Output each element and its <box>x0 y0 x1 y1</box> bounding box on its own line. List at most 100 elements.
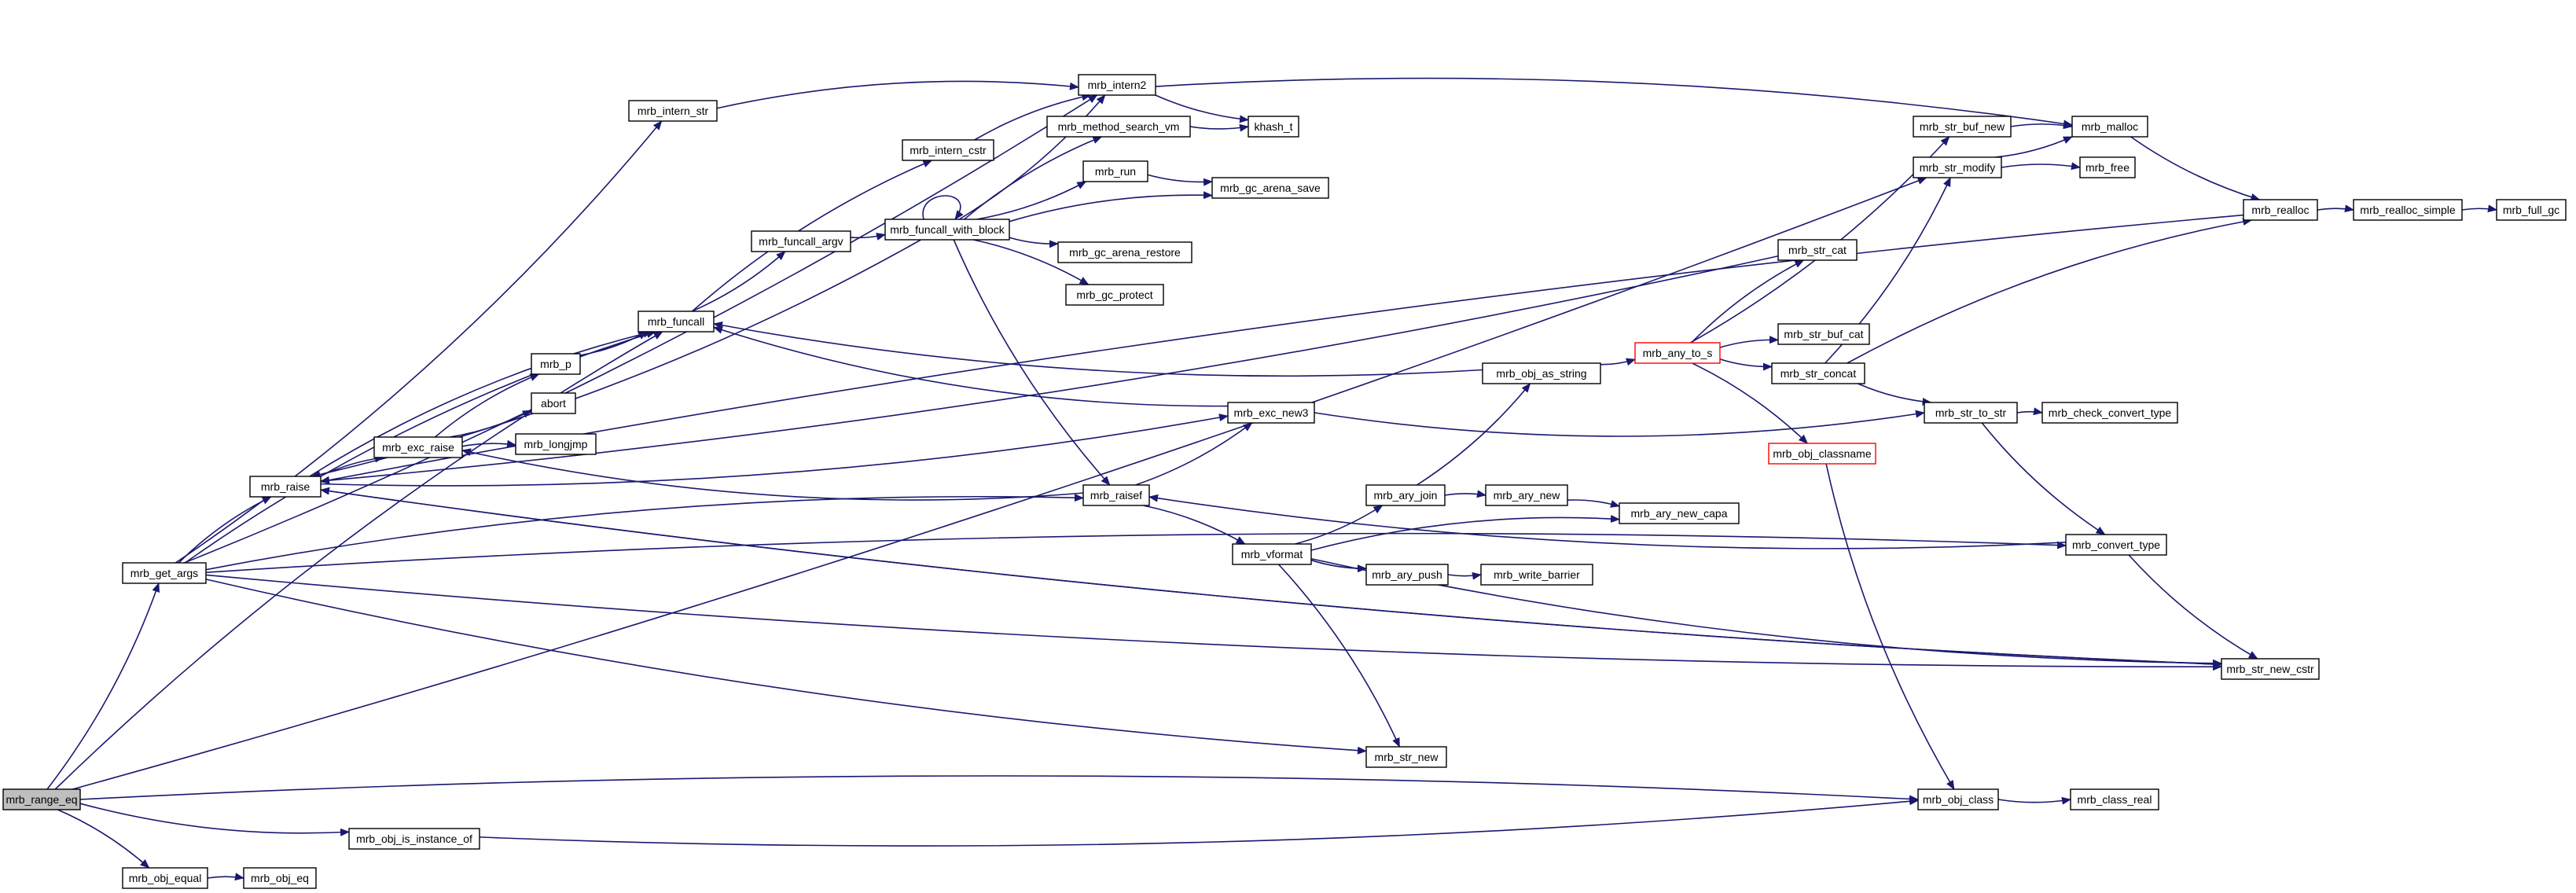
node-mrb-any-to-s[interactable]: mrb_any_to_s <box>1634 342 1721 364</box>
node-mrb-gc-arena-save[interactable]: mrb_gc_arena_save <box>1211 177 1329 199</box>
node-label: mrb_vformat <box>1241 548 1303 560</box>
node-mrb-intern-cstr[interactable]: mrb_intern_cstr <box>902 139 994 161</box>
edge-mrb_range_eq-to-mrb_str_modify <box>72 177 1927 790</box>
node-mrb-str-new-cstr[interactable]: mrb_str_new_cstr <box>2221 658 2320 680</box>
node-mrb-exc-new3[interactable]: mrb_exc_new3 <box>1227 402 1315 424</box>
node-mrb-raise[interactable]: mrb_raise <box>249 476 322 498</box>
node-khash-t[interactable]: khash_t <box>1248 116 1299 138</box>
node-box <box>122 867 208 889</box>
node-mrb-malloc[interactable]: mrb_malloc <box>2071 116 2148 138</box>
node-mrb-funcall[interactable]: mrb_funcall <box>638 311 715 333</box>
edge-mrb_run-to-mrb_gc_arena_save <box>1147 174 1213 186</box>
edge-mrb_str_cat-to-mrb_raise <box>320 255 1779 485</box>
node-mrb-str-cat[interactable]: mrb_str_cat <box>1777 239 1858 261</box>
node-label: mrb_run <box>1095 165 1136 178</box>
node-mrb-str-to-str[interactable]: mrb_str_to_str <box>1924 402 2018 424</box>
edge-mrb_get_args-to-mrb_intern2 <box>184 94 1098 564</box>
node-box <box>2 788 81 810</box>
node-box <box>249 476 322 498</box>
node-mrb-range-eq[interactable]: mrb_range_eq <box>2 788 81 810</box>
node-mrb-intern2[interactable]: mrb_intern2 <box>1078 74 1156 96</box>
edge-mrb_vformat-to-mrb_str_new <box>1278 564 1401 748</box>
node-mrb-gc-protect[interactable]: mrb_gc_protect <box>1065 284 1164 306</box>
node-label: mrb_str_new <box>1375 751 1439 763</box>
node-box <box>1365 564 1449 586</box>
node-box <box>2243 199 2318 221</box>
edge-mrb_raisef-to-mrb_exc_new3 <box>1135 422 1253 486</box>
node-box <box>2079 156 2136 178</box>
node-mrb-ary-push[interactable]: mrb_ary_push <box>1365 564 1449 586</box>
node-mrb-str-buf-cat[interactable]: mrb_str_buf_cat <box>1777 323 1870 345</box>
node-mrb-ary-new[interactable]: mrb_ary_new <box>1485 484 1568 506</box>
edge-mrb_method_search_vm-to-khash_t <box>1189 123 1249 132</box>
edge-mrb_get_args-to-mrb_str_new <box>205 579 1367 755</box>
edge-mrb_any_to_s-to-mrb_str_concat <box>1719 358 1773 371</box>
edge-mrb_obj_classname-to-mrb_obj_class <box>1825 463 1955 790</box>
node-mrb-method-search-vm[interactable]: mrb_method_search_vm <box>1046 116 1191 138</box>
node-mrb-str-new[interactable]: mrb_str_new <box>1365 746 1447 768</box>
node-label: mrb_realloc_simple <box>2360 204 2456 216</box>
node-box <box>1917 788 1999 810</box>
node-mrb-get-args[interactable]: mrb_get_args <box>122 562 207 584</box>
node-mrb-intern-str[interactable]: mrb_intern_str <box>628 100 718 122</box>
node-mrb-str-buf-new[interactable]: mrb_str_buf_new <box>1913 116 2012 138</box>
node-mrb-str-concat[interactable]: mrb_str_concat <box>1771 362 1865 384</box>
node-mrb-ary-new-capa[interactable]: mrb_ary_new_capa <box>1619 502 1740 524</box>
node-label: mrb_any_to_s <box>1643 347 1713 359</box>
node-mrb-check-convert-type[interactable]: mrb_check_convert_type <box>2041 402 2178 424</box>
node-mrb-gc-arena-restore[interactable]: mrb_gc_arena_restore <box>1057 241 1192 263</box>
node-mrb-funcall-with-block[interactable]: mrb_funcall_with_block <box>884 219 1010 241</box>
node-label: mrb_str_buf_new <box>1920 120 2005 133</box>
node-mrb-run[interactable]: mrb_run <box>1082 160 1148 182</box>
node-mrb-free[interactable]: mrb_free <box>2079 156 2136 178</box>
edge-mrb_any_to_s-to-mrb_str_buf_cat <box>1719 336 1779 348</box>
node-mrb-p[interactable]: mrb_p <box>531 353 581 375</box>
edge-mrb_funcall_argv-to-mrb_funcall_with_block <box>850 233 886 241</box>
edge-mrb_ary_push-to-mrb_write_barrier <box>1447 571 1482 580</box>
edge-mrb_vformat-to-mrb_str_new_cstr <box>1310 557 2222 667</box>
node-box <box>2070 788 2159 810</box>
node-mrb-obj-class[interactable]: mrb_obj_class <box>1917 788 1999 810</box>
edge-mrb_funcall_with_block-to-mrb_gc_arena_restore <box>1009 237 1059 248</box>
node-mrb-vformat[interactable]: mrb_vformat <box>1232 543 1312 565</box>
node-mrb-obj-equal[interactable]: mrb_obj_equal <box>122 867 208 889</box>
edge-mrb_p-to-mrb_funcall <box>579 331 649 356</box>
edge-mrb_any_to_s-to-mrb_str_cat <box>1691 259 1805 344</box>
edge-mrb_funcall_with_block-to-mrb_run <box>976 181 1087 220</box>
node-box <box>1365 746 1447 768</box>
node-mrb-obj-classname[interactable]: mrb_obj_classname <box>1768 443 1876 465</box>
edge-mrb_funcall-to-mrb_funcall_argv <box>691 251 786 312</box>
node-abort[interactable]: abort <box>531 392 576 414</box>
node-mrb-ary-join[interactable]: mrb_ary_join <box>1365 484 1446 506</box>
node-mrb-realloc[interactable]: mrb_realloc <box>2243 199 2318 221</box>
node-mrb-realloc-simple[interactable]: mrb_realloc_simple <box>2353 199 2463 221</box>
edge-mrb_raise-to-mrb_exc_new3 <box>320 413 1229 487</box>
node-mrb-convert-type[interactable]: mrb_convert_type <box>2065 534 2167 556</box>
node-mrb-exc-raise[interactable]: mrb_exc_raise <box>373 436 463 458</box>
node-mrb-longjmp[interactable]: mrb_longjmp <box>515 433 597 455</box>
node-mrb-obj-eq[interactable]: mrb_obj_eq <box>243 867 317 889</box>
node-box <box>348 828 480 850</box>
node-mrb-str-modify[interactable]: mrb_str_modify <box>1913 156 2002 178</box>
node-box <box>902 139 994 161</box>
edge-mrb_range_eq-to-mrb_obj_is_instance_of <box>79 803 350 836</box>
node-box <box>1771 362 1865 384</box>
node-mrb-class-real[interactable]: mrb_class_real <box>2070 788 2159 810</box>
node-box <box>1046 116 1191 138</box>
node-mrb-funcall-argv[interactable]: mrb_funcall_argv <box>751 230 851 252</box>
node-label: mrb_obj_equal <box>129 872 202 884</box>
node-label: mrb_write_barrier <box>1494 568 1580 581</box>
node-mrb-full-gc[interactable]: mrb_full_gc <box>2496 199 2567 221</box>
node-box <box>1768 443 1876 465</box>
node-mrb-obj-is-instance-of[interactable]: mrb_obj_is_instance_of <box>348 828 480 850</box>
node-mrb-obj-as-string[interactable]: mrb_obj_as_string <box>1482 362 1601 384</box>
node-label: mrb_funcall_argv <box>759 235 843 248</box>
node-label: mrb_intern_str <box>638 105 709 117</box>
edge-mrb_convert_type-to-mrb_str_new_cstr <box>2128 554 2258 660</box>
node-mrb-raisef[interactable]: mrb_raisef <box>1082 484 1150 506</box>
node-label: mrb_exc_raise <box>382 441 454 454</box>
edge-mrb_get_args-to-mrb_str_new_cstr <box>205 574 2222 671</box>
node-box <box>1057 241 1192 263</box>
node-mrb-write-barrier[interactable]: mrb_write_barrier <box>1480 564 1593 586</box>
node-label: mrb_intern2 <box>1088 79 1147 91</box>
